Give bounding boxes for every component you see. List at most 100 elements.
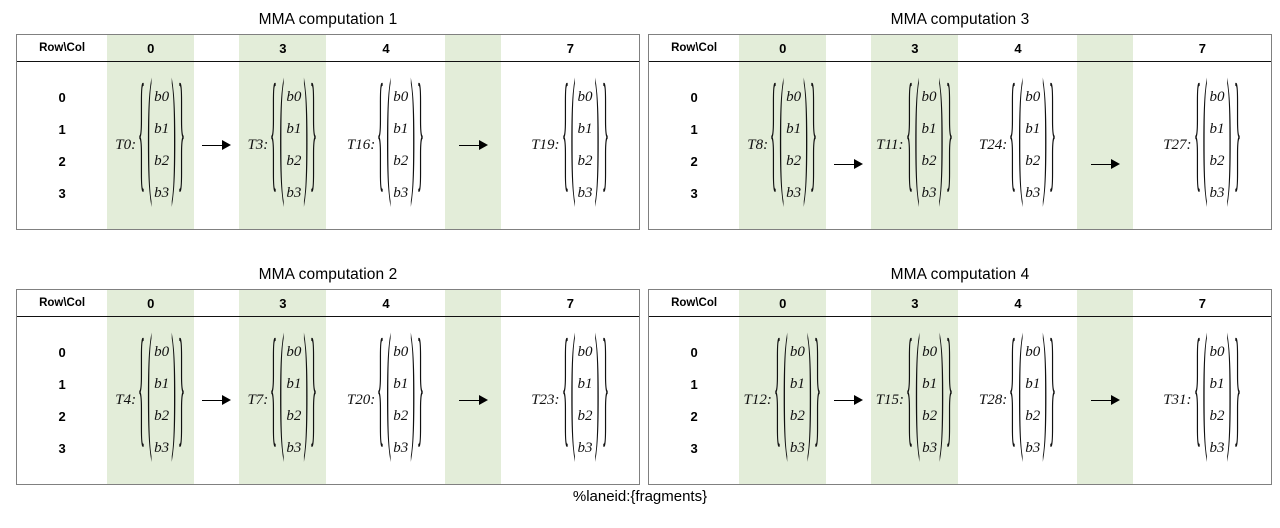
thread-label: T0: bbox=[115, 137, 137, 153]
panel-1: MMA computation 1 Row\Col 0 3 4 bbox=[16, 6, 640, 230]
fragment-b1: b1 bbox=[922, 376, 938, 392]
header-gap-1 bbox=[826, 290, 872, 317]
fragment-b3: b3 bbox=[154, 440, 170, 456]
fragment-cell-col7: T27: { ( b0 b1 b2 b3 ) } bbox=[1163, 63, 1241, 217]
panel-title: MMA computation 3 bbox=[890, 11, 1030, 28]
fragment-vector: b0 b1 b2 b3 bbox=[577, 90, 594, 201]
thread-label: T23: bbox=[531, 392, 560, 408]
fragment-vector: b0 b1 b2 b3 bbox=[1209, 90, 1226, 201]
table-header-row: Row\Col 0 3 4 7 bbox=[649, 35, 1271, 62]
fragment-b0: b0 bbox=[786, 89, 802, 105]
row-label-0: 0 bbox=[690, 90, 698, 105]
fragment-b2: b2 bbox=[1025, 408, 1041, 424]
fragment-b3: b3 bbox=[154, 185, 170, 201]
fragment-b3: b3 bbox=[393, 440, 409, 456]
row-label-3: 3 bbox=[58, 441, 66, 456]
fragment-b3: b3 bbox=[1025, 185, 1041, 201]
row-label-1: 1 bbox=[690, 377, 698, 392]
thread-label: T24: bbox=[978, 137, 1008, 153]
header-row-col: Row\Col bbox=[649, 290, 740, 317]
thread-label: T15: bbox=[875, 392, 905, 408]
fragment-vector: b0 b1 b2 b3 bbox=[153, 345, 170, 456]
fragment-vector: b0 b1 b2 b3 bbox=[921, 345, 938, 456]
fragment-b2: b2 bbox=[154, 408, 170, 424]
row-label-1: 1 bbox=[58, 122, 66, 137]
thread-label: T28: bbox=[978, 392, 1008, 408]
header-col-7: 7 bbox=[501, 35, 639, 62]
header-col-3: 3 bbox=[871, 35, 959, 62]
fragment-b0: b0 bbox=[1209, 344, 1225, 360]
fragment-vector: b0 b1 b2 b3 bbox=[285, 90, 302, 201]
fragment-b2: b2 bbox=[921, 153, 937, 169]
table-body-row: 0 1 2 3 T8: { ( bbox=[649, 62, 1271, 230]
table-header-row: Row\Col 0 3 4 7 bbox=[649, 290, 1271, 317]
right-arrow-icon bbox=[458, 139, 489, 153]
fragment-vector: b0 b1 b2 b3 bbox=[392, 90, 409, 201]
fragment-b0: b0 bbox=[922, 344, 938, 360]
table-body-row: 0 1 2 3 T12: { ( bbox=[649, 317, 1271, 485]
fragment-b1: b1 bbox=[393, 121, 409, 137]
fragment-b2: b2 bbox=[786, 153, 802, 169]
row-label-3: 3 bbox=[58, 186, 66, 201]
figure-caption: %laneid:{fragments} bbox=[572, 488, 708, 505]
fragment-b0: b0 bbox=[789, 344, 805, 360]
fragment-cell-col3: T15: { ( b0 b1 b2 b3 ) } bbox=[875, 318, 954, 472]
fragment-b3: b3 bbox=[577, 440, 593, 456]
header-col-4: 4 bbox=[326, 290, 446, 317]
fragment-b2: b2 bbox=[154, 153, 170, 169]
right-arrow-icon bbox=[1090, 394, 1121, 408]
fragment-b2: b2 bbox=[286, 408, 302, 424]
fragment-table: Row\Col 0 3 4 7 0 1 bbox=[16, 289, 640, 485]
table-body-row: 0 1 2 3 T4: { ( bbox=[17, 317, 639, 485]
fragment-b1: b1 bbox=[286, 376, 302, 392]
arrow-cell-1 bbox=[194, 62, 239, 230]
header-row-col: Row\Col bbox=[649, 35, 740, 62]
fragment-b1: b1 bbox=[786, 121, 802, 137]
fragment-b2: b2 bbox=[1209, 153, 1225, 169]
fragment-vector: b0 b1 b2 b3 bbox=[285, 345, 302, 456]
fragment-cell-col0: T8: { ( b0 b1 b2 b3 ) } bbox=[747, 63, 818, 217]
header-gap-2 bbox=[445, 35, 502, 62]
header-gap-1 bbox=[194, 35, 240, 62]
row-label-cell: 0 1 2 3 bbox=[17, 317, 107, 485]
fragment-b1: b1 bbox=[1209, 376, 1225, 392]
fragment-table: Row\Col 0 3 4 7 0 1 bbox=[16, 34, 640, 230]
thread-label: T3: bbox=[247, 137, 269, 153]
fragment-b1: b1 bbox=[1025, 376, 1041, 392]
fragment-b3: b3 bbox=[921, 185, 937, 201]
row-label-cell: 0 1 2 3 bbox=[649, 317, 739, 485]
row-label-0: 0 bbox=[58, 345, 66, 360]
panel-2: MMA computation 2 Row\Col 0 3 4 bbox=[16, 261, 640, 485]
fragment-b0: b0 bbox=[393, 344, 409, 360]
fragment-b3: b3 bbox=[1025, 440, 1041, 456]
fragment-b0: b0 bbox=[393, 89, 409, 105]
fragment-cell-col3: T3: { ( b0 b1 b2 b3 ) } bbox=[247, 63, 318, 217]
header-col-7: 7 bbox=[1133, 290, 1271, 317]
header-col-0: 0 bbox=[739, 35, 827, 62]
fragment-vector: b0 b1 b2 b3 bbox=[577, 345, 594, 456]
thread-label: T8: bbox=[747, 137, 769, 153]
fragment-b1: b1 bbox=[286, 121, 302, 137]
thread-label: T31: bbox=[1163, 392, 1192, 408]
fragment-b3: b3 bbox=[1209, 185, 1225, 201]
header-col-3: 3 bbox=[239, 35, 327, 62]
right-arrow-icon bbox=[458, 394, 489, 408]
fragment-cell-col4: T20: { ( b0 b1 b2 b3 ) } bbox=[346, 318, 425, 472]
fragment-b0: b0 bbox=[286, 89, 302, 105]
right-arrow-icon bbox=[201, 394, 232, 408]
fragment-b1: b1 bbox=[154, 376, 170, 392]
arrow-cell-2 bbox=[446, 317, 502, 485]
fragment-b2: b2 bbox=[1209, 408, 1225, 424]
fragment-b0: b0 bbox=[286, 344, 302, 360]
right-arrow-icon bbox=[201, 139, 232, 153]
row-label-1: 1 bbox=[58, 377, 66, 392]
fragment-b1: b1 bbox=[1209, 121, 1225, 137]
fragment-b2: b2 bbox=[577, 408, 593, 424]
header-row-col: Row\Col bbox=[17, 35, 108, 62]
row-label-2: 2 bbox=[690, 154, 698, 169]
row-label-0: 0 bbox=[690, 345, 698, 360]
arrow-cell-2 bbox=[1078, 317, 1134, 485]
row-label-cell: 0 1 2 3 bbox=[17, 62, 107, 230]
fragment-b2: b2 bbox=[393, 153, 409, 169]
